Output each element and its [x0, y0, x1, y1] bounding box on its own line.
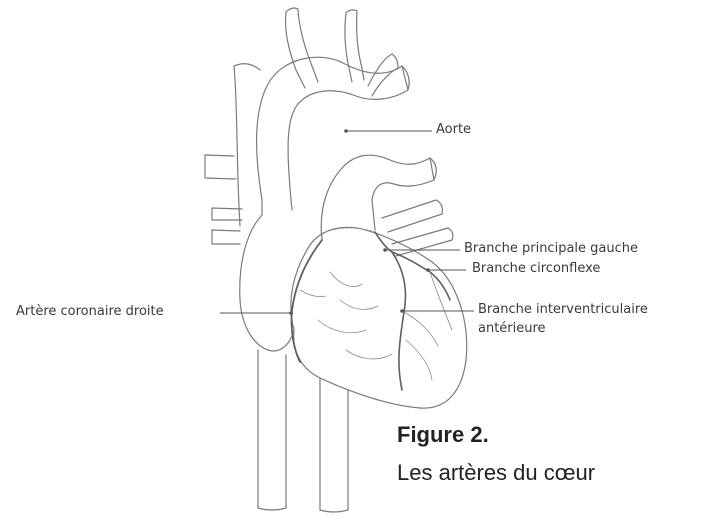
superior-vena-cava — [234, 66, 262, 226]
figure-caption: Les artères du cœur — [397, 460, 595, 486]
dot-principale — [383, 248, 387, 252]
coronary-circumflex — [392, 252, 450, 300]
vein-stub-right-2 — [392, 228, 453, 256]
aortic-arch — [257, 57, 408, 210]
label-aorte: Aorte — [436, 122, 471, 137]
vein-stub-left-2 — [212, 208, 242, 220]
dot-aorte — [344, 129, 348, 133]
dot-coronaire-droite — [289, 311, 293, 315]
dot-circonflexe — [426, 268, 430, 272]
label-branche-circonflexe: Branche circonflexe — [472, 261, 600, 276]
ventricles-outline — [291, 227, 467, 408]
descending-aorta — [320, 378, 348, 512]
coronary-left-main — [375, 232, 392, 252]
label-anterieure: antérieure — [478, 321, 546, 336]
vein-stub-right-1 — [382, 200, 442, 232]
figure-number: Figure 2. — [397, 422, 489, 448]
inferior-vena-cava — [258, 350, 286, 510]
pulmonary-trunk — [321, 155, 434, 240]
vein-stub-left-3 — [212, 230, 240, 244]
label-artere-coronaire-droite: Artère coronaire droite — [16, 304, 164, 319]
subclavian-branch — [368, 54, 398, 96]
right-atrium — [240, 215, 294, 351]
coronary-right — [291, 240, 322, 362]
coronary-interventricular — [392, 252, 406, 390]
label-branche-principale-gauche: Branche principale gauche — [464, 241, 638, 256]
vein-stub-left-1 — [205, 155, 236, 179]
label-branche-interventriculaire: Branche interventriculaire — [478, 302, 648, 317]
brachiocephalic-branch — [285, 8, 318, 88]
dot-interventriculaire — [400, 309, 404, 313]
